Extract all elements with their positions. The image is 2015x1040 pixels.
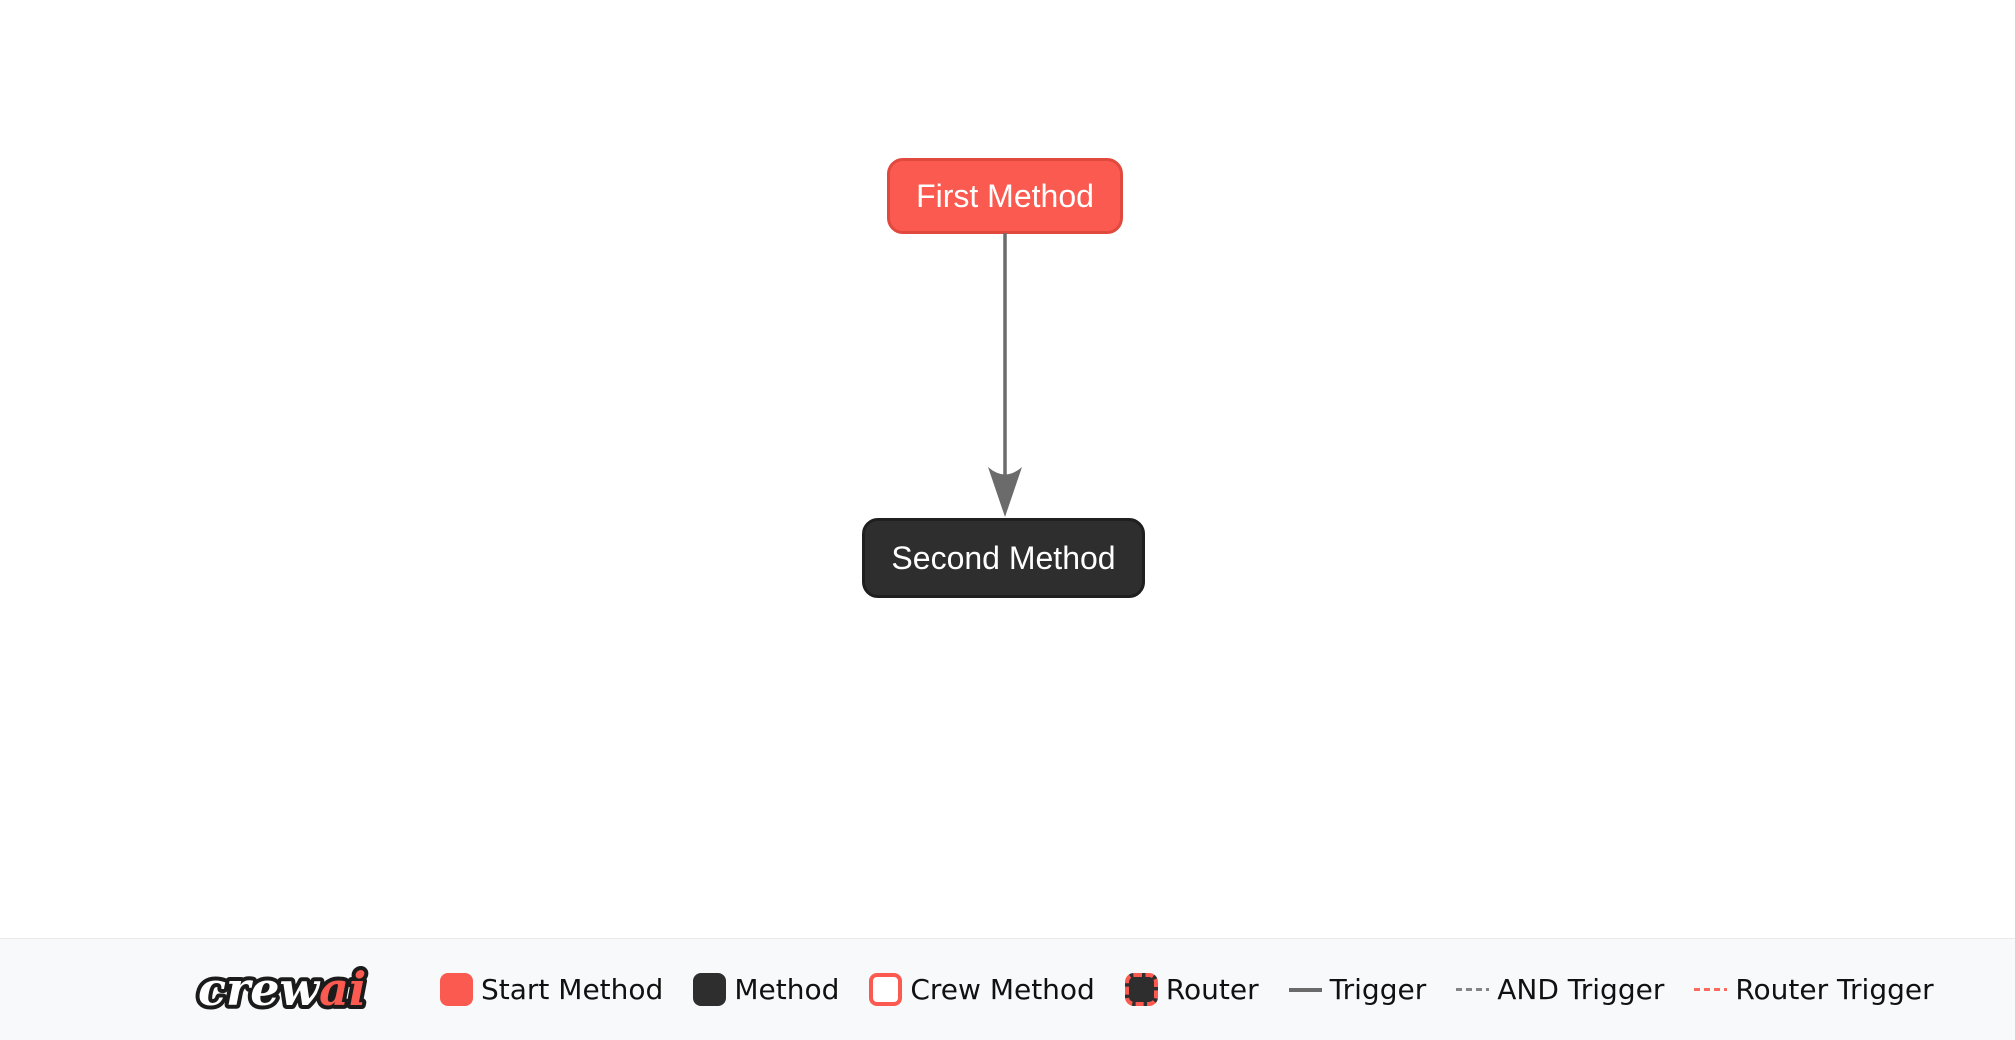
- legend-footer-bar: crewai Start Method Method Crew Method R…: [0, 938, 2015, 1040]
- flow-canvas[interactable]: First Method Second Method: [0, 0, 2015, 938]
- trigger-edge-arrow: [988, 233, 1022, 517]
- legend-item-and-trigger: AND Trigger: [1456, 973, 1664, 1006]
- legend-items: Start Method Method Crew Method Router T…: [440, 973, 1934, 1006]
- crew-method-swatch-icon: [869, 973, 903, 1006]
- and-trigger-line-icon: [1456, 988, 1490, 991]
- router-trigger-line-icon: [1694, 988, 1728, 991]
- method-swatch-icon: [693, 973, 727, 1006]
- node-second-method-label: Second Method: [891, 539, 1116, 576]
- legend-label-crew-method: Crew Method: [910, 973, 1095, 1006]
- node-second-method[interactable]: Second Method: [862, 518, 1145, 598]
- legend-label-method: Method: [734, 973, 840, 1006]
- legend-item-method: Method: [693, 973, 839, 1006]
- crewai-logo-ai-text: ai: [319, 962, 366, 1016]
- crewai-logo: crewai: [194, 958, 370, 1020]
- legend-label-router: Router: [1165, 973, 1259, 1006]
- legend-item-start-method: Start Method: [440, 973, 663, 1006]
- node-first-method-label: First Method: [916, 177, 1094, 214]
- legend-label-trigger: Trigger: [1329, 973, 1427, 1006]
- legend-item-crew-method: Crew Method: [869, 973, 1095, 1006]
- legend-item-trigger: Trigger: [1288, 973, 1427, 1006]
- edge-arrowhead-icon: [988, 467, 1022, 517]
- crewai-logo-crew-text: crew: [198, 962, 321, 1016]
- svg-text:crewai: crewai: [198, 962, 366, 1016]
- trigger-line-icon: [1288, 987, 1322, 992]
- start-method-swatch-icon: [440, 973, 473, 1006]
- legend-label-and-trigger: AND Trigger: [1497, 973, 1665, 1006]
- router-swatch-icon: [1124, 973, 1158, 1006]
- legend-item-router-trigger: Router Trigger: [1694, 973, 1934, 1006]
- legend-label-router-trigger: Router Trigger: [1735, 973, 1934, 1006]
- legend-label-start-method: Start Method: [481, 973, 664, 1006]
- node-first-method[interactable]: First Method: [887, 158, 1123, 234]
- legend-item-router: Router: [1124, 973, 1259, 1006]
